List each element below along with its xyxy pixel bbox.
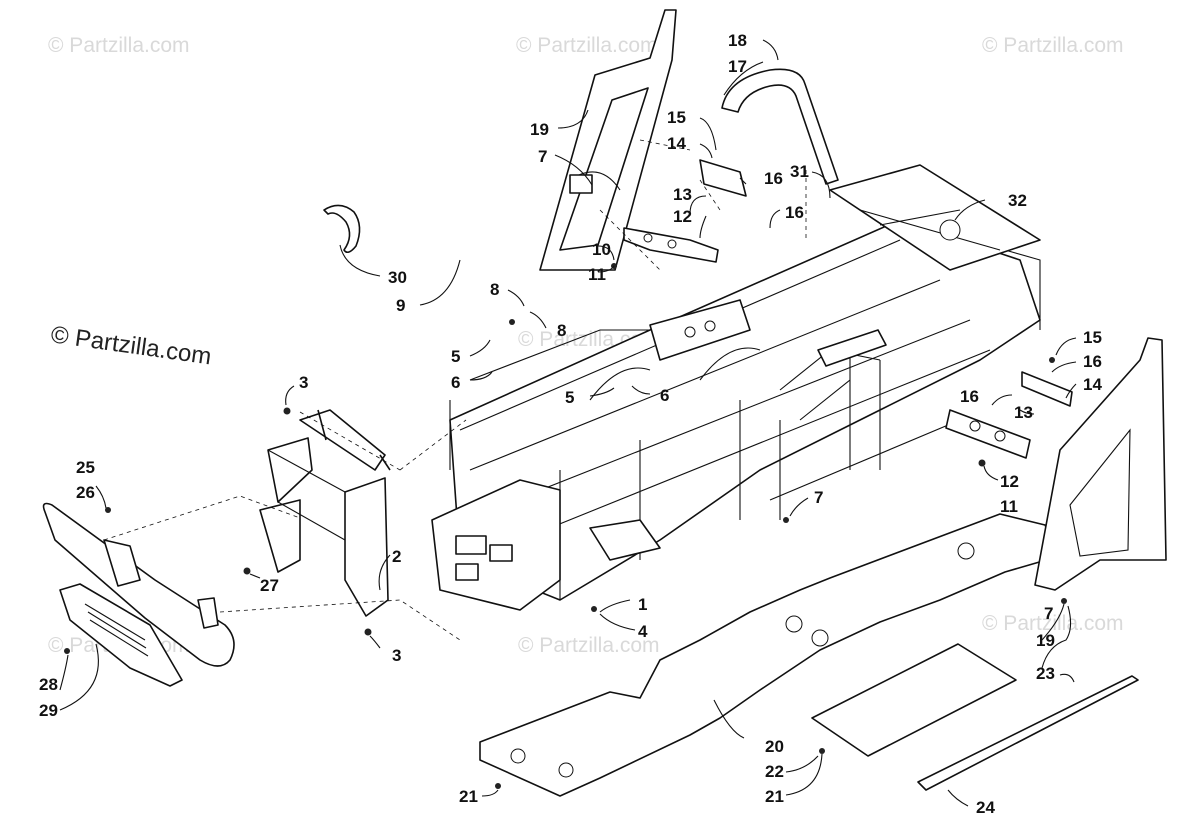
callout-8-top: 8 bbox=[490, 280, 499, 299]
callout-21-right: 21 bbox=[765, 787, 784, 806]
callout-8-bottom: 8 bbox=[557, 321, 566, 340]
callout-21-left: 21 bbox=[459, 787, 478, 806]
callout-9: 9 bbox=[396, 296, 405, 315]
watermark-7: © Partzilla.com bbox=[982, 612, 1124, 635]
callout-24: 24 bbox=[976, 798, 995, 817]
callout-5-center: 5 bbox=[565, 388, 574, 407]
callout-32: 32 bbox=[1008, 191, 1027, 210]
callout-10: 10 bbox=[592, 240, 611, 259]
callout-7-frame: 7 bbox=[814, 488, 823, 507]
callout-16-right: 16 bbox=[1083, 352, 1102, 371]
callout-6-center: 6 bbox=[660, 386, 669, 405]
callout-labels: 1 2 3 3 4 5 5 6 6 7 7 7 8 8 9 10 11 11 1… bbox=[39, 31, 1102, 817]
callout-3-top: 3 bbox=[299, 373, 308, 392]
callout-7-right: 7 bbox=[1044, 604, 1053, 623]
callout-14-left: 14 bbox=[667, 134, 686, 153]
bracket-14-part bbox=[699, 159, 1073, 459]
callout-7-top: 7 bbox=[538, 147, 547, 166]
callout-18: 18 bbox=[728, 31, 747, 50]
phantom-lines bbox=[103, 139, 807, 641]
callout-29: 29 bbox=[39, 701, 58, 720]
callout-25: 25 bbox=[76, 458, 95, 477]
watermark-1: © Partzilla.com bbox=[48, 34, 190, 57]
callout-4: 4 bbox=[638, 622, 648, 641]
callout-15-left: 15 bbox=[667, 108, 686, 127]
callout-16-middle: 16 bbox=[785, 203, 804, 222]
skid-plate-part bbox=[479, 513, 1061, 797]
fasteners bbox=[64, 263, 1067, 789]
callout-26: 26 bbox=[76, 483, 95, 502]
front-bumper-part bbox=[42, 502, 235, 667]
callout-11-left: 11 bbox=[588, 265, 606, 284]
watermark-3: © Partzilla.com bbox=[982, 34, 1124, 57]
callout-6-left: 6 bbox=[451, 373, 460, 392]
callout-30: 30 bbox=[388, 268, 407, 287]
rear-plate-part bbox=[811, 643, 1017, 757]
callout-16-lower: 16 bbox=[960, 387, 979, 406]
right-side-panel-part bbox=[1034, 337, 1167, 591]
clamp-part bbox=[323, 204, 361, 254]
trim-strip-part bbox=[917, 675, 1139, 791]
callout-12-left: 12 bbox=[673, 207, 692, 226]
callout-23: 23 bbox=[1036, 664, 1055, 683]
watermark-2: © Partzilla.com bbox=[516, 34, 658, 57]
callout-1: 1 bbox=[638, 595, 647, 614]
callout-17: 17 bbox=[728, 57, 747, 76]
callout-12-right: 12 bbox=[1000, 472, 1019, 491]
leader-lines bbox=[59, 39, 1077, 807]
callout-14-right: 14 bbox=[1083, 375, 1102, 394]
callout-13-right: 13 bbox=[1014, 403, 1033, 422]
watermark-6: © Partzilla.com bbox=[518, 634, 660, 657]
callout-28: 28 bbox=[39, 675, 58, 694]
bracket-12-part bbox=[623, 227, 719, 263]
callout-11-right: 11 bbox=[1000, 497, 1018, 516]
callout-13-left: 13 bbox=[673, 185, 692, 204]
callout-2: 2 bbox=[392, 547, 401, 566]
callout-3-bottom: 3 bbox=[392, 646, 401, 665]
callout-31: 31 bbox=[790, 162, 809, 181]
callout-5-left: 5 bbox=[451, 347, 460, 366]
callout-20: 20 bbox=[765, 737, 784, 756]
callout-16-top: 16 bbox=[764, 169, 783, 188]
callout-19-top: 19 bbox=[530, 120, 549, 139]
bumper-guard-part bbox=[59, 583, 183, 687]
rollbar-part bbox=[721, 68, 839, 185]
front-bracket-part bbox=[259, 409, 391, 617]
main-frame-part bbox=[431, 164, 1041, 611]
callout-19-right: 19 bbox=[1036, 631, 1055, 650]
callout-27: 27 bbox=[260, 576, 279, 595]
callout-15-right: 15 bbox=[1083, 328, 1102, 347]
watermark-main: © Partzilla.com bbox=[49, 321, 213, 370]
callout-22: 22 bbox=[765, 762, 784, 781]
